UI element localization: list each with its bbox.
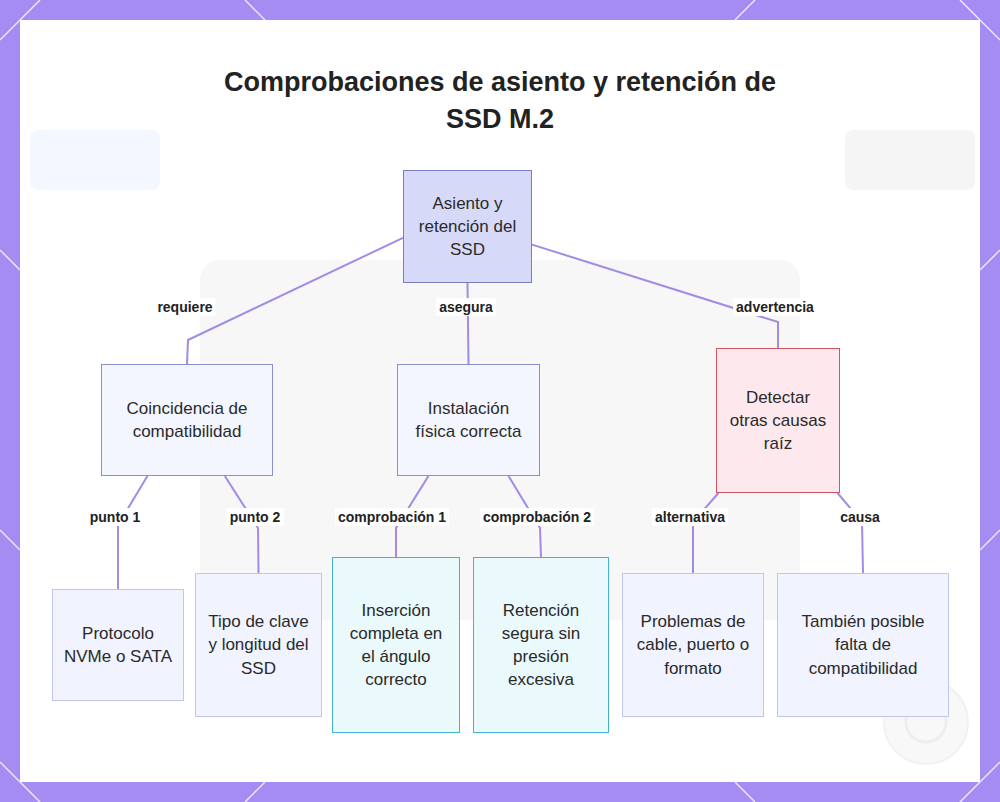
node-text: Asiento y retención del SSD [414, 192, 521, 261]
node-text: Instalación física correcta [408, 397, 529, 443]
node-text: Problemas de cable, puerto o formato [633, 610, 753, 679]
connector-line [693, 493, 718, 573]
edge-label: comprobación 2 [480, 508, 594, 526]
connector-line [468, 283, 469, 364]
edge-label: alternativa [652, 508, 728, 526]
node-text: Protocolo NVMe o SATA [63, 622, 173, 668]
connector-line [838, 493, 863, 573]
diagram-title: Comprobaciones de asiento y retención de… [200, 64, 800, 139]
edge-label: punto 1 [87, 508, 144, 526]
edge-label: requiere [154, 298, 215, 316]
node-text: Tipo de clave y longitud del SSD [206, 610, 311, 679]
connector-line [187, 238, 403, 364]
leaf-box: Problemas de cable, puerto o formato [622, 573, 764, 717]
edge-label: causa [837, 508, 883, 526]
category-box: Coincidencia de compatibilidad [101, 364, 273, 476]
card-background [20, 20, 980, 782]
check-box: Retención segura sin presión excesiva [473, 557, 609, 733]
connector-line [532, 245, 778, 348]
edge-label: advertencia [733, 298, 817, 316]
edge-label: asegura [436, 298, 496, 316]
leaf-box: Protocolo NVMe o SATA [52, 589, 184, 701]
category-box: Instalación física correcta [397, 364, 540, 476]
edge-label: punto 2 [227, 508, 284, 526]
node-text: Inserción completa en el ángulo correcto [343, 599, 449, 691]
root-box: Asiento y retención del SSD [403, 170, 532, 283]
check-box: Inserción completa en el ángulo correcto [332, 557, 460, 733]
edge-label: comprobación 1 [335, 508, 449, 526]
connector-line [118, 476, 147, 589]
blurred-backdrop [30, 130, 975, 620]
node-text: Coincidencia de compatibilidad [112, 397, 262, 443]
leaf-box: También posible falta de compatibilidad [777, 573, 949, 717]
node-text: Retención segura sin presión excesiva [484, 599, 598, 691]
node-text: También posible falta de compatibilidad [788, 610, 938, 679]
warning-box: Detectar otras causas raíz [716, 348, 840, 493]
leaf-box: Tipo de clave y longitud del SSD [195, 573, 322, 717]
node-text: Detectar otras causas raíz [727, 386, 829, 455]
